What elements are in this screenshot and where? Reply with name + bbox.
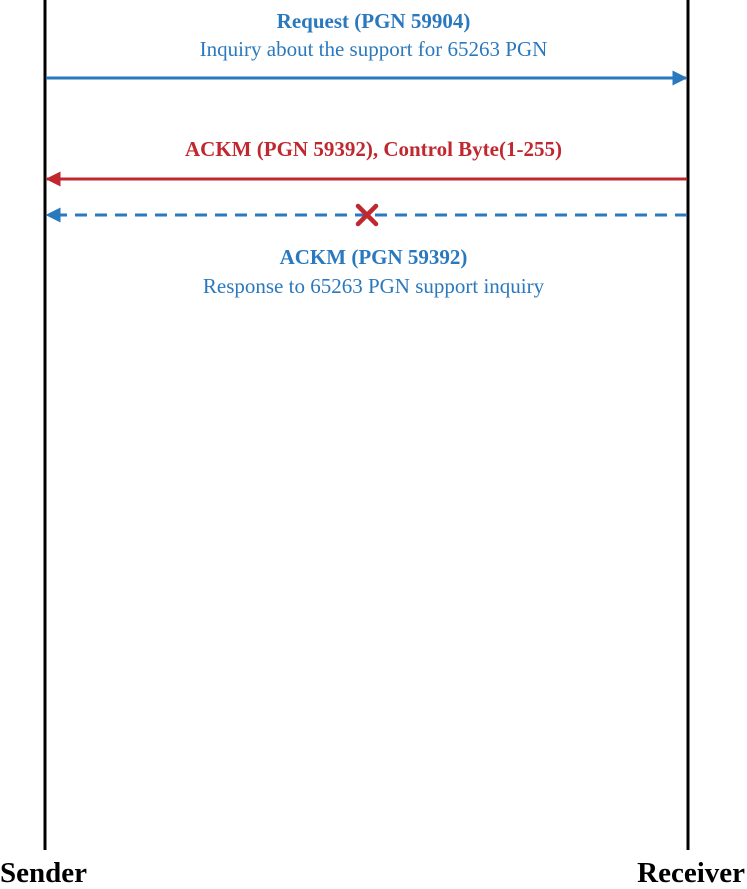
ackm-response-title: ACKM (PGN 59392): [279, 245, 468, 269]
ackm-control-title: ACKM (PGN 59392), Control Byte(1-255): [185, 137, 562, 161]
receiver-label: Receiver: [637, 857, 745, 889]
sender-label: Sender: [0, 857, 87, 889]
ackm-response-description: Response to 65263 PGN support inquiry: [202, 274, 545, 298]
request-description: Inquiry about the support for 65263 PGN: [199, 37, 548, 61]
cross-icon: [355, 203, 379, 227]
request-title: Request (PGN 59904): [276, 9, 471, 33]
